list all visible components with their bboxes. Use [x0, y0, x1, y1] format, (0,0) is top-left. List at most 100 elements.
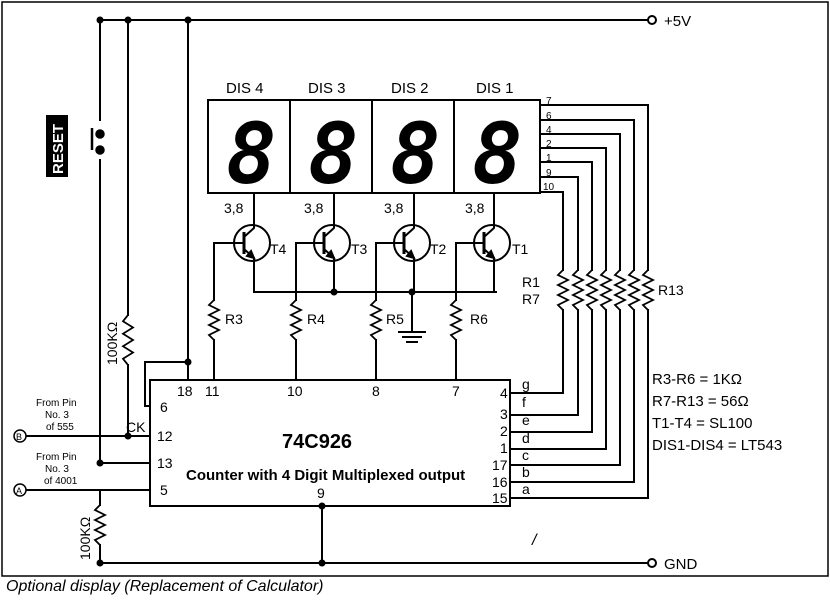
seven-segment-digit: 8: [226, 105, 277, 203]
resistor-label-r1: R1: [522, 274, 540, 290]
note-4: DIS1-DIS4 = LT543: [652, 437, 782, 454]
figure-caption: Optional display (Replacement of Calcula…: [6, 578, 324, 595]
seg-c: c: [522, 447, 529, 463]
ic-74c926: [149, 379, 511, 507]
reset-label: RESET: [50, 124, 67, 174]
slash-mark: /: [531, 532, 538, 549]
pin-12: 12: [157, 428, 173, 444]
reset-label-box: [46, 115, 68, 177]
resistor-label-r13: R13: [658, 282, 684, 298]
seven-segment-digit: 8: [308, 105, 359, 203]
note-1: R3-R6 = 1KΩ: [652, 371, 742, 388]
transistor-3: [313, 222, 351, 262]
resistor: [612, 269, 628, 311]
seven-segment-digit: 8: [472, 105, 523, 203]
seven-segment-digit: 8: [390, 105, 441, 203]
dpin-4: 4: [546, 125, 552, 136]
pin-17: 17: [492, 457, 508, 473]
transistor-2: [393, 222, 431, 262]
transistor-label-1: T1: [512, 241, 529, 257]
display-pin-label-1: 3,8: [465, 200, 485, 216]
resistor: [570, 269, 586, 311]
display-pin-label-2: 3,8: [384, 200, 404, 216]
dpin-9: 9: [546, 168, 552, 179]
pin-11: 11: [205, 383, 220, 399]
seg-g: g: [522, 376, 530, 392]
frame: [1, 1, 829, 577]
seg-a: a: [522, 481, 530, 497]
input-b-text-3: of 555: [46, 422, 74, 433]
display-label-3: DIS 3: [308, 80, 346, 97]
pin-9: 9: [317, 485, 325, 501]
display-label-1: DIS 1: [476, 80, 514, 97]
resistor-label-r6: R6: [470, 311, 488, 327]
input-a-text-2: No. 3: [45, 464, 69, 475]
dpin-1: 1: [546, 153, 552, 164]
pin-13: 13: [157, 455, 173, 471]
note-3: T1-T4 = SL100: [652, 415, 752, 432]
resistor: [555, 269, 571, 311]
pin-7: 7: [452, 383, 460, 399]
input-a-text-1: From Pin: [36, 452, 77, 463]
dpin-2: 2: [546, 139, 552, 150]
resistor: [640, 269, 656, 311]
dpin-7: 7: [546, 96, 552, 107]
pullup-resistor-label: 100KΩ: [104, 322, 120, 365]
input-a-marker: [13, 483, 27, 497]
resistor-label-r5: R5: [386, 311, 404, 327]
pin-8: 8: [372, 383, 380, 399]
input-a-letter: A: [16, 486, 22, 496]
pin-1: 1: [500, 440, 508, 456]
resistor: [584, 269, 600, 311]
resistor: [626, 269, 642, 311]
pin-3: 3: [500, 406, 508, 422]
input-a-text-3: of 4001: [44, 476, 78, 487]
resistor: [92, 504, 108, 546]
transistor-4: [233, 222, 271, 262]
resistor-label-r3: R3: [225, 311, 243, 327]
resistor: [598, 269, 614, 311]
display-label-4: DIS 4: [226, 80, 264, 97]
vcc-terminal: [647, 15, 657, 25]
resistor-label-r7: R7: [522, 291, 540, 307]
gnd-terminal: [647, 558, 657, 568]
transistor-label-2: T2: [430, 241, 447, 257]
resistor: [121, 314, 135, 366]
pin-5: 5: [160, 482, 168, 498]
transistor-1: [473, 222, 511, 262]
pin-18: 18: [177, 383, 193, 399]
resistor: [448, 299, 464, 341]
display-pin-label-4: 3,8: [224, 200, 244, 216]
resistor: [288, 299, 304, 341]
resistor: [206, 299, 222, 341]
resistor-label-r4: R4: [307, 311, 325, 327]
seg-b: b: [522, 464, 530, 480]
pin-10: 10: [287, 383, 303, 399]
input-b-marker: [13, 429, 27, 443]
seg-f: f: [522, 394, 526, 410]
ck-label: CK: [126, 419, 146, 435]
chip-title: 74C926: [282, 431, 352, 453]
reset-switch: [90, 128, 105, 155]
display-pin-label-3: 3,8: [304, 200, 324, 216]
transistor-label-4: T4: [270, 241, 287, 257]
gnd-label: GND: [664, 556, 698, 573]
seg-d: d: [522, 430, 530, 446]
ground-symbol: [398, 331, 426, 343]
pin-15: 15: [492, 490, 508, 506]
resistor: [368, 299, 384, 341]
pin-2: 2: [500, 423, 508, 439]
display-label-2: DIS 2: [391, 80, 429, 97]
pin-16: 16: [492, 474, 508, 490]
chip-subtitle: Counter with 4 Digit Multiplexed output: [186, 467, 465, 484]
note-2: R7-R13 = 56Ω: [652, 393, 749, 410]
vcc-label: +5V: [664, 13, 691, 30]
pin-6: 6: [160, 399, 168, 415]
input-b-text-1: From Pin: [36, 398, 77, 409]
dpin-6: 6: [546, 111, 552, 122]
transistor-label-3: T3: [351, 241, 368, 257]
pulldown-resistor-label: 100KΩ: [77, 517, 93, 560]
pin-4: 4: [500, 385, 508, 401]
dpin-10: 10: [543, 182, 555, 193]
